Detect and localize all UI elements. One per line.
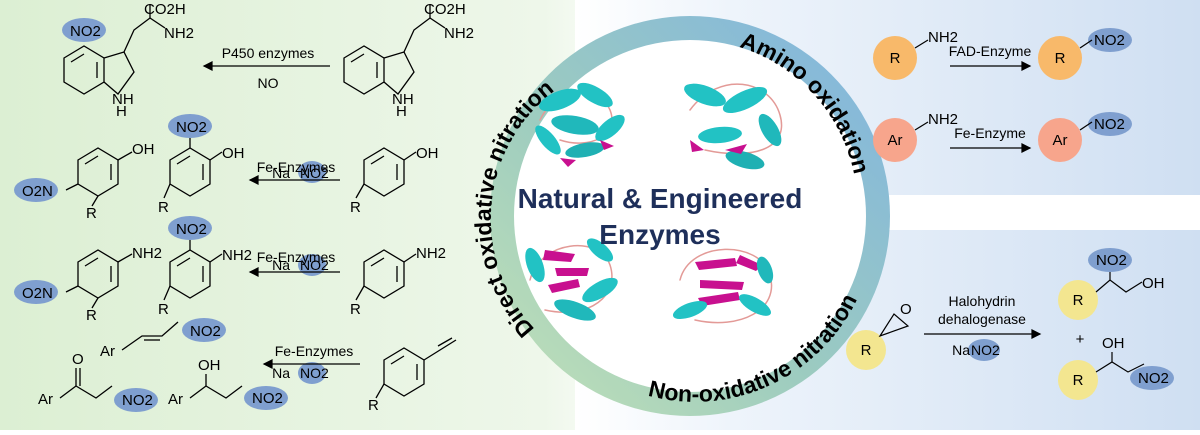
label-hydroxyl: OH	[1142, 275, 1165, 292]
label-r: R	[350, 301, 361, 318]
protein-top-left	[535, 82, 625, 167]
label-h: H	[396, 103, 407, 120]
label-r: R	[158, 199, 169, 216]
label-hydroxyl: OH	[222, 145, 245, 162]
label-acid: CO2H	[144, 1, 186, 18]
nitro-badge	[168, 114, 212, 138]
central-ring	[490, 16, 890, 416]
protein-structures	[525, 82, 783, 324]
label-r: R	[158, 301, 169, 318]
substrate-r: R	[890, 50, 901, 67]
label-nitro: NO2	[1138, 370, 1169, 387]
label-hydroxyl: OH	[1102, 335, 1125, 352]
amino-oxidation-reactions: R R Ar Ar NH2 NH2 NO2 NO2 FAD-Enzyme Fe-…	[873, 28, 1132, 162]
reagent-prefix: Na	[952, 342, 970, 358]
enzyme-label: Fe-Enzyme	[954, 125, 1026, 141]
left-nitro-badges	[14, 18, 326, 412]
nitro-badge	[14, 178, 58, 202]
label-r: R	[350, 199, 361, 216]
protein-top-right	[684, 83, 783, 170]
nitro-badge	[168, 216, 212, 240]
reagent-group: NO2	[971, 342, 1000, 358]
label-hydroxyl: OH	[198, 357, 221, 374]
substrate-r: R	[861, 342, 872, 359]
label-r: R	[86, 205, 97, 222]
label-r: R	[86, 307, 97, 324]
nitro-badge	[62, 18, 106, 42]
label-nitro: NO2	[176, 221, 207, 238]
enzyme-label-line1: Halohydrin	[949, 293, 1016, 309]
label-o: O	[900, 301, 912, 318]
enzyme-label: Fe-Enzymes	[257, 249, 336, 265]
reagent-prefix: Na	[272, 365, 290, 381]
nitro-badge	[114, 388, 158, 412]
label-nitro: NO2	[1094, 116, 1125, 133]
nitro-badge	[14, 280, 58, 304]
label-nitro: NO2	[70, 23, 101, 40]
label-o: O	[72, 351, 84, 368]
left-arrows	[202, 61, 360, 369]
nitro-badge	[244, 386, 288, 410]
enzyme-label: Fe-Enzymes	[275, 343, 354, 359]
label-amine: NH2	[928, 29, 958, 46]
label-h: H	[116, 103, 127, 120]
label-nitro: NO2	[122, 392, 153, 409]
label-nitro: NO2	[190, 323, 221, 340]
reagent-group: NO2	[300, 365, 329, 381]
enzyme-label: FAD-Enzyme	[949, 43, 1032, 59]
label-ar: Ar	[38, 391, 53, 408]
label-hydroxyl: OH	[416, 145, 439, 162]
label-nitro-rev: O2N	[22, 183, 53, 200]
label-amine: NH2	[222, 247, 252, 264]
enzyme-label-line2: dehalogenase	[938, 311, 1026, 327]
enzyme-label: Fe-Enzymes	[257, 159, 336, 175]
label-ar: Ar	[100, 343, 115, 360]
protein-bottom-right	[672, 248, 774, 324]
label-nitro: NO2	[176, 119, 207, 136]
product-r: R	[1055, 50, 1066, 67]
nitro-badge	[298, 254, 326, 276]
enzyme-label: P450 enzymes	[222, 45, 315, 61]
label-amine: NH2	[928, 111, 958, 128]
reagent-prefix: Na	[272, 257, 290, 273]
product-ar: Ar	[1053, 132, 1068, 149]
label-amine: NH2	[132, 245, 162, 262]
left-structures	[59, 4, 457, 399]
label-nitro: NO2	[1096, 252, 1127, 269]
label-nitro-rev: O2N	[22, 285, 53, 302]
protein-bottom-left	[525, 238, 618, 321]
right-divider	[862, 195, 1200, 230]
label-nitro: NO2	[1094, 32, 1125, 49]
label-acid: CO2H	[424, 1, 466, 18]
reagent-group: NO2	[300, 257, 329, 273]
nitro-badge	[298, 161, 326, 183]
product-r: R	[1073, 292, 1084, 309]
plus-sign: +	[1076, 331, 1085, 348]
label-amine: NH2	[416, 245, 446, 262]
product-r: R	[1073, 372, 1084, 389]
epoxide-reaction: R R R O NO2 OH OH NO2 + Halohydrin dehal…	[846, 248, 1174, 400]
center-title-line1: Natural & Engineered	[518, 183, 803, 214]
label-r: R	[368, 397, 379, 414]
label-amine-short: NH	[112, 91, 134, 108]
center-title-line2: Enzymes	[599, 219, 720, 250]
label-hydroxyl: OH	[132, 141, 155, 158]
label-ar: Ar	[168, 391, 183, 408]
nitro-badge	[182, 318, 226, 342]
reagent-group: NO2	[300, 165, 329, 181]
label-amine: NH2	[164, 25, 194, 42]
reagent-prefix: Na	[272, 165, 290, 181]
nitro-badge	[298, 362, 326, 384]
label-nitro: NO2	[252, 390, 283, 407]
label-amine: NH2	[444, 25, 474, 42]
label-amine-short: NH	[392, 91, 414, 108]
substrate-ar: Ar	[888, 132, 903, 149]
reagent-label: NO	[258, 75, 279, 91]
